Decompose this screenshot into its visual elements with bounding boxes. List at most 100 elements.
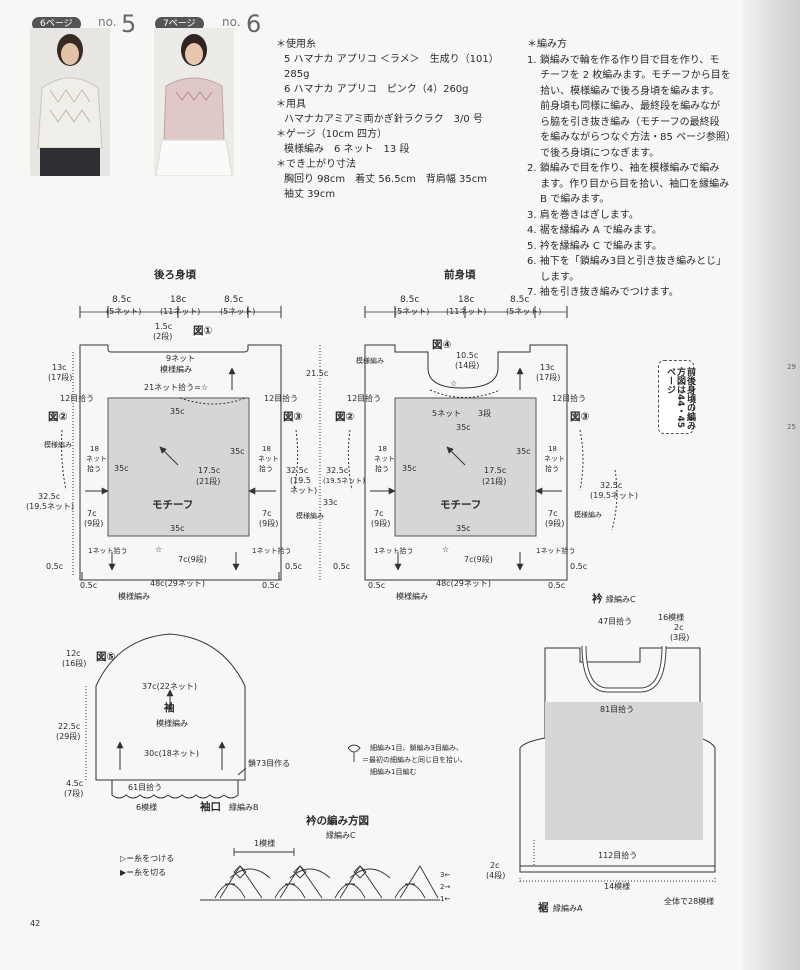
collar-chart-title: 衿の編み方図	[306, 815, 369, 827]
front-motif-left: 35c	[402, 464, 417, 473]
front-motif-label: モチーフ	[440, 499, 482, 511]
front-pick12-right: 12目拾う	[552, 394, 587, 403]
back-net-center: (11ネット)	[160, 307, 201, 316]
instruction-line: 7. 袖を引き抜き編みでつけます。	[527, 287, 679, 298]
instruction-line: 4. 裾を縁編み A で編みます。	[527, 225, 662, 236]
back-motif-bottom: 35c	[170, 524, 185, 533]
front-dim-right: 8.5c	[510, 295, 530, 305]
front-pick18-right-2: ネット	[544, 455, 565, 463]
size-text-2: 袖丈 39cm	[284, 189, 336, 200]
fig3-label-front: 図③	[570, 411, 590, 423]
front-dim-center: 18c	[458, 295, 475, 305]
gauge-heading: ＊ゲージ（10cm 四方）	[276, 129, 387, 140]
back-width: 48c(29ネット)	[150, 579, 205, 588]
front-title: 前身頃	[444, 269, 476, 281]
fig3-label-back: 図③	[283, 411, 303, 423]
yarn-5-qty: 285g	[284, 69, 310, 80]
front-side-32-left-rows: (19.5ネット)	[323, 477, 366, 485]
hem-total28: 全体で28模様	[664, 897, 715, 906]
front-hem-left: 0.5c	[333, 562, 351, 571]
instruction-line: 2. 鎖編みで目を作り、袖を模様編みで編み	[527, 163, 720, 174]
back-pick21: 21ネット拾う=☆	[144, 383, 209, 392]
back-full-length: 21.5c	[306, 369, 329, 378]
instruction-line: 6. 袖下を「鎖編み3目と引き抜き編みとじ」	[527, 256, 727, 267]
hem-pick112: 112目拾う	[598, 851, 638, 860]
back-pick18-left-1: 18	[90, 445, 99, 453]
back-side-32-right: 32.5c	[286, 466, 309, 475]
page-ref-pill-6: 7ページ	[155, 17, 204, 31]
front-shoulder: 13c	[540, 363, 555, 372]
page-ref-pill-5: 6ページ	[32, 17, 81, 31]
back-seven-left: 7c	[87, 509, 97, 518]
front-dim-left: 8.5c	[400, 295, 420, 305]
sleeve-pattern: 模様編み	[156, 719, 188, 728]
back-star: ☆	[155, 545, 163, 554]
front-pick18-left-1: 18	[378, 445, 387, 453]
sleeve-cuff-rows: (7段)	[64, 789, 84, 798]
no-label-5: no.	[98, 15, 117, 29]
instruction-line: 5. 衿を縁編み C で編みます。	[527, 240, 663, 252]
front-net-right: (5ネット)	[506, 307, 542, 316]
back-pick18-left-2: ネット	[86, 455, 107, 463]
cuff-edge: 縁編みB	[229, 803, 259, 812]
collar-chart-row2: 2→	[440, 883, 451, 891]
back-side-32: 32.5c	[38, 492, 61, 501]
sleeve-width: 37c(22ネット)	[142, 682, 197, 691]
back-dim-right: 8.5c	[224, 295, 244, 305]
front-one-net-left: 1ネット拾う	[374, 547, 414, 555]
yarn-6: 6 ハマナカ アプリコ ピンク（4）260g	[284, 84, 469, 95]
instruction-line: を編みながらつなぐ方法・85 ページ参照）	[527, 132, 736, 143]
sleeve-pick61: 61目拾う	[128, 783, 163, 792]
front-center: 17.5c	[484, 466, 507, 475]
front-net-center: (11ネット)	[446, 307, 487, 316]
instruction-line: ら脇を引き抜き編み（モチーフの最終段	[527, 116, 720, 128]
page-number: 42	[30, 919, 41, 928]
back-seven-right-rows: (9段)	[259, 519, 279, 528]
front-side-32-right-rows: (19.5ネット)	[590, 491, 639, 500]
front-motif-bottom: 35c	[456, 524, 471, 533]
front-pick18-left-3: 拾う	[375, 465, 389, 473]
side-number-29: 29	[787, 363, 796, 371]
hem-rep14: 14模様	[604, 882, 631, 891]
back-net9: 9ネット	[166, 354, 196, 363]
back-seven-bottom: 7c(9段)	[178, 555, 207, 564]
back-hem-right: 0.5c	[285, 562, 303, 571]
front-neck: 10.5c	[456, 351, 479, 360]
front-hem-pattern: 模様編み	[396, 592, 428, 601]
legend-cut: ▶＝糸を切る	[120, 868, 167, 877]
collar-rep16: 16模様	[658, 613, 685, 622]
back-neck-rows: (2段)	[153, 332, 173, 341]
back-hem-left-2: 0.5c	[80, 581, 98, 590]
back-center: 17.5c	[198, 466, 221, 475]
garment-overview-outline	[519, 647, 716, 873]
front-seven-left-rows: (9段)	[371, 519, 391, 528]
reference-note-text: 前後身頃の編み方図は44・45ページ	[665, 367, 695, 430]
front-side-32-left: 32.5c	[326, 466, 349, 475]
back-shoulder-rows: (17段)	[48, 373, 73, 382]
sleeve-repeats: 6模様	[136, 803, 158, 812]
instructions-heading: ＊編み方	[527, 39, 567, 50]
back-side-32-right-rows2: ネット)	[290, 486, 318, 495]
seam-note-1: 細編み1目、鎖編み3目編み、	[370, 744, 463, 752]
no-label-6: no.	[222, 15, 241, 29]
front-hem-right: 0.5c	[570, 562, 588, 571]
size-text-1: 胸回り 98cm 着丈 56.5cm 背肩幅 35cm	[284, 174, 487, 185]
back-motif	[107, 397, 250, 537]
back-center-rows: (21段)	[196, 477, 221, 486]
front-pick18-right-1: 18	[548, 445, 557, 453]
collar-chart-symbols	[200, 744, 440, 901]
front-motif-right: 35c	[516, 447, 531, 456]
back-neck-depth: 1.5c	[155, 322, 173, 331]
fig2-label-back: 図②	[48, 411, 68, 423]
collar-chart-row1: 1←	[440, 895, 451, 903]
front-star: ☆	[450, 379, 458, 388]
sleeve-length-rows: (29段)	[56, 732, 81, 741]
front-pick18-right-3: 拾う	[545, 465, 559, 473]
sleeve-length: 22.5c	[58, 722, 81, 731]
hem-height: 2c	[490, 861, 500, 870]
front-shoulder-rows: (17段)	[536, 373, 561, 382]
back-side-32-rows: (19.5ネット)	[26, 502, 75, 511]
back-side-32-right-rows: (19.5	[290, 476, 311, 485]
collar-title: 衿	[592, 593, 603, 605]
front-width: 48c(29ネット)	[436, 579, 491, 588]
